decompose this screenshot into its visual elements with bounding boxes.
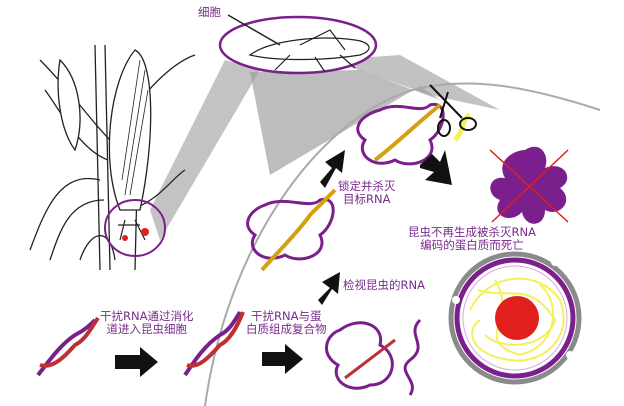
arrow-icons xyxy=(115,150,452,377)
zoom-cone-right xyxy=(330,55,500,110)
corn-plant-illustration xyxy=(29,44,196,271)
insect-on-corn-highlight xyxy=(104,199,166,257)
arrow-down-right xyxy=(420,150,452,185)
enter-label: 干扰RNA通过消化 道进入昆虫细胞 xyxy=(100,310,193,336)
zoom-cone-small xyxy=(150,60,260,240)
label-line: 白质组成复合物 xyxy=(246,322,327,336)
cell-boundary xyxy=(204,82,601,406)
complex-label: 干扰RNA与蛋 白质组成复合物 xyxy=(246,310,327,336)
arrow-right-2 xyxy=(262,344,303,374)
scan-label: 检视昆虫的RNA xyxy=(343,278,425,292)
small-insect-icon xyxy=(118,219,146,241)
label-line: 道进入昆虫细胞 xyxy=(106,322,187,336)
complex-locking xyxy=(356,103,445,166)
lock-kill-label: 锁定并杀灭 目标RNA xyxy=(338,180,396,206)
rnai-protein-complex xyxy=(325,321,394,390)
label-line: 干扰RNA与蛋 xyxy=(251,309,322,323)
label-line: 干扰RNA通过消化 xyxy=(100,309,194,323)
arrow-up-1 xyxy=(318,272,340,305)
nucleus xyxy=(448,251,582,385)
scissors-icon xyxy=(429,84,477,137)
label-line: 目标RNA xyxy=(343,192,391,206)
dsrna-helix-2 xyxy=(183,310,245,377)
cell-pointer-line xyxy=(227,14,281,46)
nucleolus xyxy=(495,296,539,340)
complex-scanning xyxy=(246,198,335,261)
label-line: 锁定并杀灭 xyxy=(338,179,396,193)
zoom-cone-large xyxy=(250,70,440,175)
death-label: 昆虫不再生成被杀灭RNA 编码的蛋白质而死亡 xyxy=(408,226,536,252)
label-line: 昆虫不再生成被杀灭RNA xyxy=(408,225,536,239)
cell-label: 细胞 xyxy=(198,5,221,19)
arrow-up-2 xyxy=(320,150,345,188)
insect-mrna-strand xyxy=(403,318,422,396)
dsrna-helix-1 xyxy=(36,316,100,377)
grasshopper-icon xyxy=(248,29,370,73)
arrow-right-1 xyxy=(115,347,158,377)
label-line: 编码的蛋白质而死亡 xyxy=(420,238,524,252)
